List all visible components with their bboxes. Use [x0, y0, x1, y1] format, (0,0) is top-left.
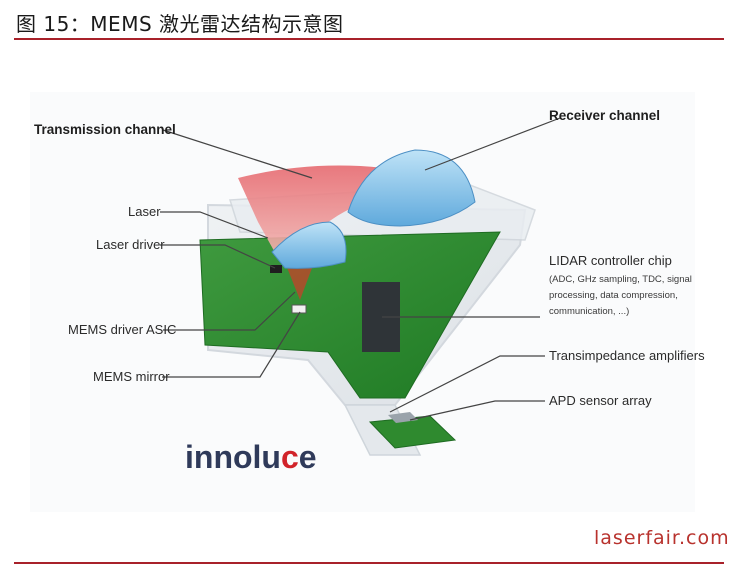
label-lidar-controller-detail-1: (ADC, GHz sampling, TDC, signal [549, 274, 692, 285]
logo-part-3: e [299, 439, 317, 475]
leader-receiver [424, 117, 561, 171]
leader-mems-driver-asic [163, 291, 296, 331]
laser-driver-part [270, 265, 282, 273]
transmission-beam [238, 165, 385, 258]
label-laser: Laser [128, 204, 161, 219]
leader-apd [409, 400, 545, 421]
label-lidar-controller-detail-2: processing, data compression, [549, 290, 678, 301]
bottom-rule [14, 562, 724, 564]
watermark: laserfair.com [594, 527, 730, 549]
leader-mems-mirror [162, 311, 301, 378]
title-rule [14, 38, 724, 40]
label-transimpedance-amplifiers: Transimpedance amplifiers [549, 348, 705, 363]
pcb-board [199, 231, 501, 399]
label-laser-driver: Laser driver [96, 237, 165, 252]
label-lidar-controller-chip: LIDAR controller chip [549, 253, 672, 268]
leader-laser-driver [160, 244, 276, 269]
leader-laser [160, 211, 269, 239]
label-lidar-controller-detail-3: communication, ...) [549, 306, 629, 317]
innoluce-logo: innoluce [185, 439, 317, 475]
label-mems-mirror: MEMS mirror [93, 369, 170, 384]
mems-mirror-part [291, 304, 307, 314]
logo-part-2: c [281, 439, 299, 475]
label-transmission-channel: Transmission channel [34, 122, 176, 137]
leader-tia [389, 355, 545, 413]
transmitter-lens [271, 221, 347, 269]
label-receiver-channel: Receiver channel [549, 108, 660, 123]
figure-title: 图 15：MEMS 激光雷达结构示意图 [16, 12, 344, 36]
label-apd-sensor-array: APD sensor array [549, 393, 652, 408]
leader-transmission [162, 129, 313, 179]
receiver-dome [347, 149, 476, 227]
svg-text:innoluce: innoluce [185, 439, 317, 475]
label-mems-driver-asic: MEMS driver ASIC [68, 322, 176, 337]
logo-part-1: innolu [185, 439, 281, 475]
